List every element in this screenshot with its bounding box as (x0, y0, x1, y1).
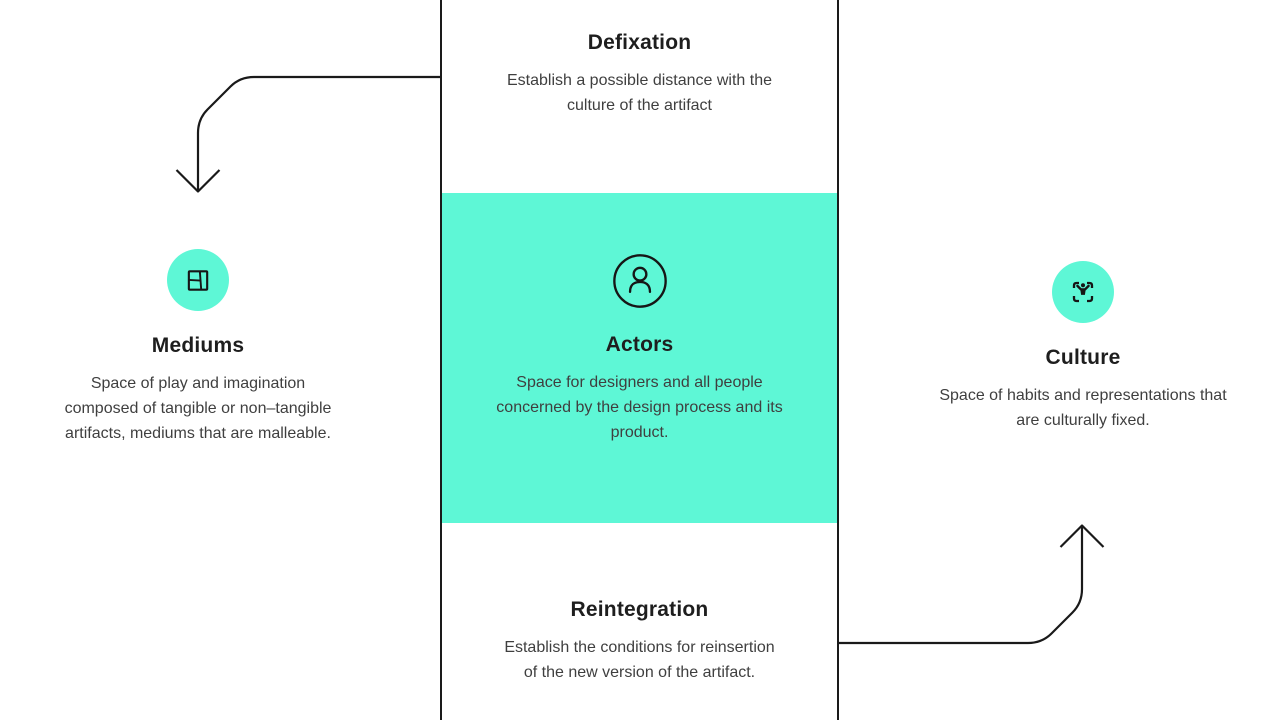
defixation-description: Establish a possible distance with the c… (506, 72, 773, 114)
arrow-up-icon (1059, 524, 1105, 548)
culture-icon-badge (1052, 261, 1114, 323)
process-panel: Defixation Establish a possible distance… (440, 0, 839, 720)
defixation-section: Defixation Establish a possible distance… (442, 30, 837, 118)
person-scan-icon (1072, 281, 1094, 303)
arrow-down-icon (175, 169, 221, 193)
mediums-section: Mediums Space of play and imagination co… (28, 249, 368, 446)
arrow-to-mediums-line (196, 75, 441, 191)
actors-section: Actors Space for designers and all peopl… (442, 193, 837, 523)
arrow-to-culture-line (839, 526, 1084, 645)
mediums-description: Space of play and imagination composed o… (64, 375, 332, 442)
arrow-to-mediums (175, 75, 441, 193)
culture-description: Space of habits and representations that… (939, 387, 1227, 429)
actors-description: Space for designers and all people conce… (496, 374, 783, 441)
culture-title: Culture (1045, 346, 1121, 369)
person-circle-icon (612, 254, 667, 308)
layout-icon (187, 269, 208, 291)
reintegration-description: Establish the conditions for reinsertion… (504, 639, 775, 681)
culture-section: Culture Space of habits and representati… (893, 261, 1273, 433)
mediums-icon-badge (167, 249, 229, 311)
reintegration-title: Reintegration (570, 598, 709, 621)
actors-title: Actors (605, 333, 674, 356)
mediums-title: Mediums (151, 334, 245, 357)
reintegration-section: Reintegration Establish the conditions f… (442, 597, 837, 685)
arrow-to-culture (839, 524, 1105, 645)
defixation-title: Defixation (587, 31, 692, 54)
